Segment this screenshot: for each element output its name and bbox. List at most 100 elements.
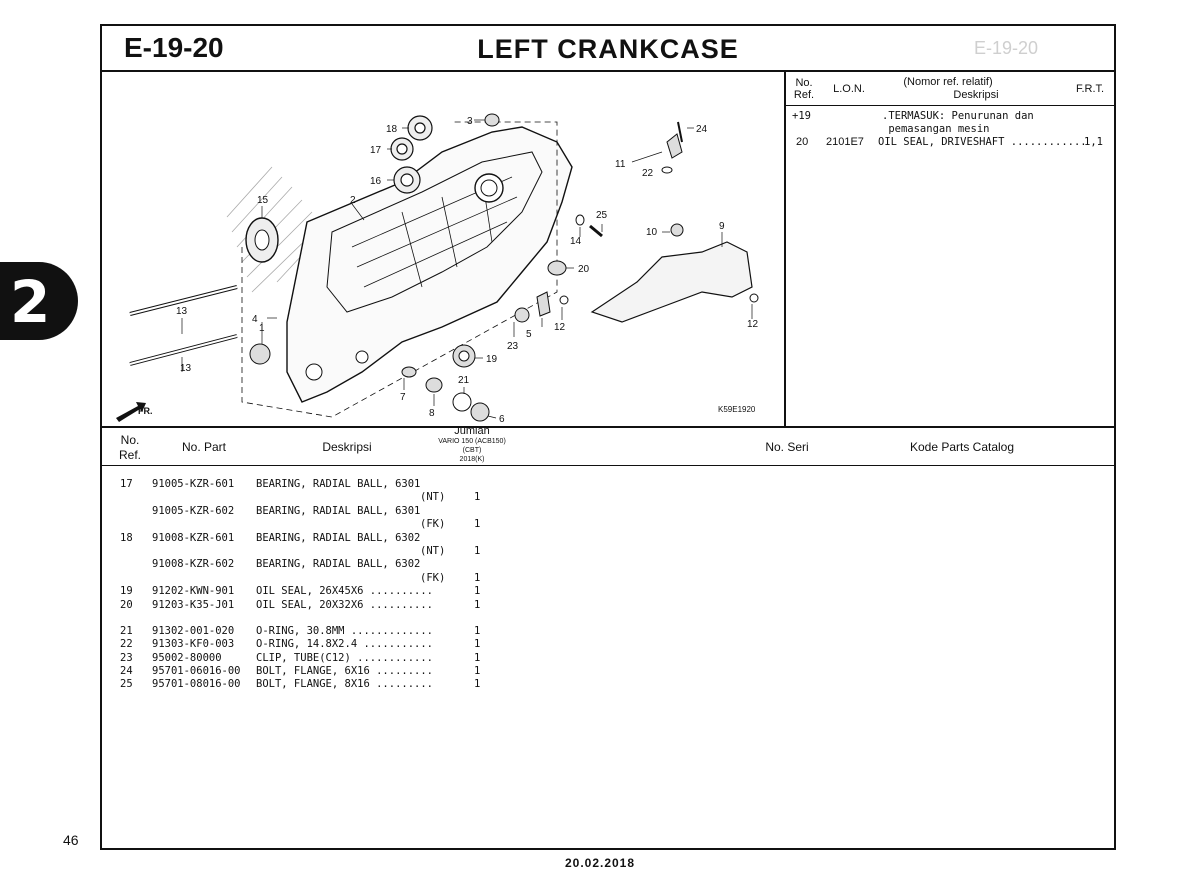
page-number: 46	[63, 832, 79, 848]
callout-22: 22	[642, 168, 654, 179]
table-row: 21 91302-001-020 O-RING, 30.8MM ..........…	[102, 625, 1114, 638]
description-cell: OIL SEAL, 26X45X6 ..........	[256, 585, 434, 598]
ref-cell: 22	[120, 638, 133, 651]
reference-table-body: +19 .TERMASUK: Penurunan dan pemasangan …	[786, 110, 1114, 149]
figure-id: K59E1920	[718, 405, 756, 414]
table-row: 19 91202-KWN-901 OIL SEAL, 26X45X6 .......…	[102, 585, 1114, 598]
parts-header-kode: Kode Parts Catalog	[909, 440, 1015, 454]
page-code: E-19-20	[124, 32, 224, 63]
parts-header-model: VARIO 150 (ACB150)	[438, 438, 506, 445]
reference-row: 20 2101E7 OIL SEAL, DRIVESHAFT .........…	[786, 136, 1114, 149]
part-number-cell: 95701-06016-00	[152, 665, 241, 678]
page-title: LEFT CRANKCASE	[477, 34, 739, 64]
parts-header-deskripsi: Deskripsi	[322, 440, 372, 454]
callout-14: 14	[570, 236, 582, 247]
desc-cell: OIL SEAL, DRIVESHAFT ............	[878, 136, 1087, 148]
description-cell: BOLT, FLANGE, 6X16 .........	[256, 665, 434, 678]
description-cell: O-RING, 14.8X2.4 ...........	[256, 638, 434, 651]
ref-cell: 20	[120, 598, 133, 611]
front-arrow-label: FR.	[138, 406, 153, 416]
description-cell: BEARING, RADIAL BALL, 6301	[256, 504, 421, 517]
description-cell: O-RING, 30.8MM .............	[256, 624, 434, 637]
callout-11: 11	[615, 159, 626, 170]
table-row: (NT) 1	[102, 491, 1114, 504]
ref-cell: 18	[120, 531, 133, 544]
callout-13b: 13	[180, 363, 192, 374]
callout-23: 23	[507, 341, 519, 352]
callout-21: 21	[458, 375, 470, 386]
ref-header-desc-bottom: Deskripsi	[953, 89, 999, 101]
exploded-diagram: 18 17 16 3 15 2 13 13 4 1 11 22 24 10 9 …	[102, 72, 786, 426]
callout-1: 1	[259, 323, 265, 334]
catalog-page-frame: E-19-20 LEFT CRANKCASE E-19-20	[100, 24, 1116, 850]
description-cell: BOLT, FLANGE, 8X16 .........	[256, 678, 434, 691]
callout-5: 5	[526, 329, 532, 340]
parts-header-model-code: (CBT)	[462, 447, 482, 454]
row-gap	[102, 612, 1114, 625]
description-cell: (FK)	[420, 518, 446, 531]
reference-row: pemasangan mesin	[786, 123, 1114, 136]
callout-3: 3	[467, 116, 473, 127]
part-number-cell: 91203-K35-J01	[152, 598, 235, 611]
frt-cell: 1,1	[1084, 136, 1103, 148]
description-cell: (NT)	[420, 491, 446, 504]
description-cell: CLIP, TUBE(C12) ............	[256, 651, 434, 664]
quantity-cell: 1	[474, 624, 481, 637]
quantity-cell: 1	[474, 571, 481, 584]
callout-17: 17	[370, 145, 382, 156]
ref-cell: 19	[120, 585, 133, 598]
quantity-cell: 1	[474, 665, 481, 678]
parts-header-no-part: No. Part	[181, 440, 226, 454]
part-number-cell: 91303-KF0-003	[152, 638, 235, 651]
part-number-cell: 91005-KZR-601	[152, 478, 235, 490]
description-cell: BEARING, RADIAL BALL, 6302	[256, 558, 421, 571]
ref-cell: 21	[120, 624, 133, 637]
part-number-cell: 95701-08016-00	[152, 678, 241, 691]
callout-10: 10	[646, 227, 658, 238]
ref-cell: 24	[120, 665, 133, 678]
quantity-cell: 1	[474, 518, 481, 531]
quantity-cell: 1	[474, 544, 481, 557]
callout-12b: 12	[747, 319, 759, 330]
ref-header-desc-top: (Nomor ref. relatif)	[903, 76, 993, 88]
part-number-cell: 91202-KWN-901	[152, 585, 235, 598]
callout-8: 8	[429, 408, 435, 419]
crankcase-drawing: 18 17 16 3 15 2 13 13 4 1 11 22 24 10 9 …	[116, 113, 759, 425]
table-row: 17 91005-KZR-601 BEARING, RADIAL BALL, 630…	[102, 478, 1114, 491]
description-cell: BEARING, RADIAL BALL, 6301	[256, 478, 421, 490]
ref-cell: 23	[120, 651, 133, 664]
callout-18: 18	[386, 124, 398, 135]
part-number-cell: 91302-001-020	[152, 624, 235, 637]
title-row: E-19-20 LEFT CRANKCASE E-19-20	[102, 26, 1114, 72]
table-row: 18 91008-KZR-601 BEARING, RADIAL BALL, 630…	[102, 532, 1114, 545]
callout-25: 25	[596, 210, 608, 221]
part-number-cell: 91008-KZR-601	[152, 531, 235, 544]
quantity-cell: 1	[474, 638, 481, 651]
ref-cell: 25	[120, 678, 133, 691]
callout-7: 7	[400, 392, 406, 403]
callout-9: 9	[719, 221, 725, 232]
table-row: 25 95701-08016-00 BOLT, FLANGE, 8X16 .....…	[102, 678, 1114, 691]
reference-table-header: No. Ref. L.O.N. (Nomor ref. relatif) Des…	[786, 72, 1114, 106]
ref-cell: +19	[792, 110, 811, 122]
description-cell: BEARING, RADIAL BALL, 6302	[256, 531, 421, 544]
desc-cell: pemasangan mesin	[882, 123, 990, 135]
callout-4: 4	[252, 314, 258, 325]
description-cell: (FK)	[420, 571, 446, 584]
callout-12a: 12	[554, 322, 566, 333]
parts-header-model-year: 2018(K)	[459, 456, 485, 463]
quantity-cell: 1	[474, 491, 481, 504]
chapter-tab: 2	[0, 262, 78, 340]
ref-header-frt: F.R.T.	[1075, 83, 1105, 95]
parts-header-no: No.	[120, 433, 140, 447]
callout-13a: 13	[176, 306, 188, 317]
ref-cell: 17	[120, 478, 133, 490]
callout-6: 6	[499, 414, 505, 425]
quantity-cell: 1	[474, 598, 481, 611]
callout-2: 2	[350, 195, 356, 206]
parts-header-ref: Ref.	[118, 448, 141, 462]
